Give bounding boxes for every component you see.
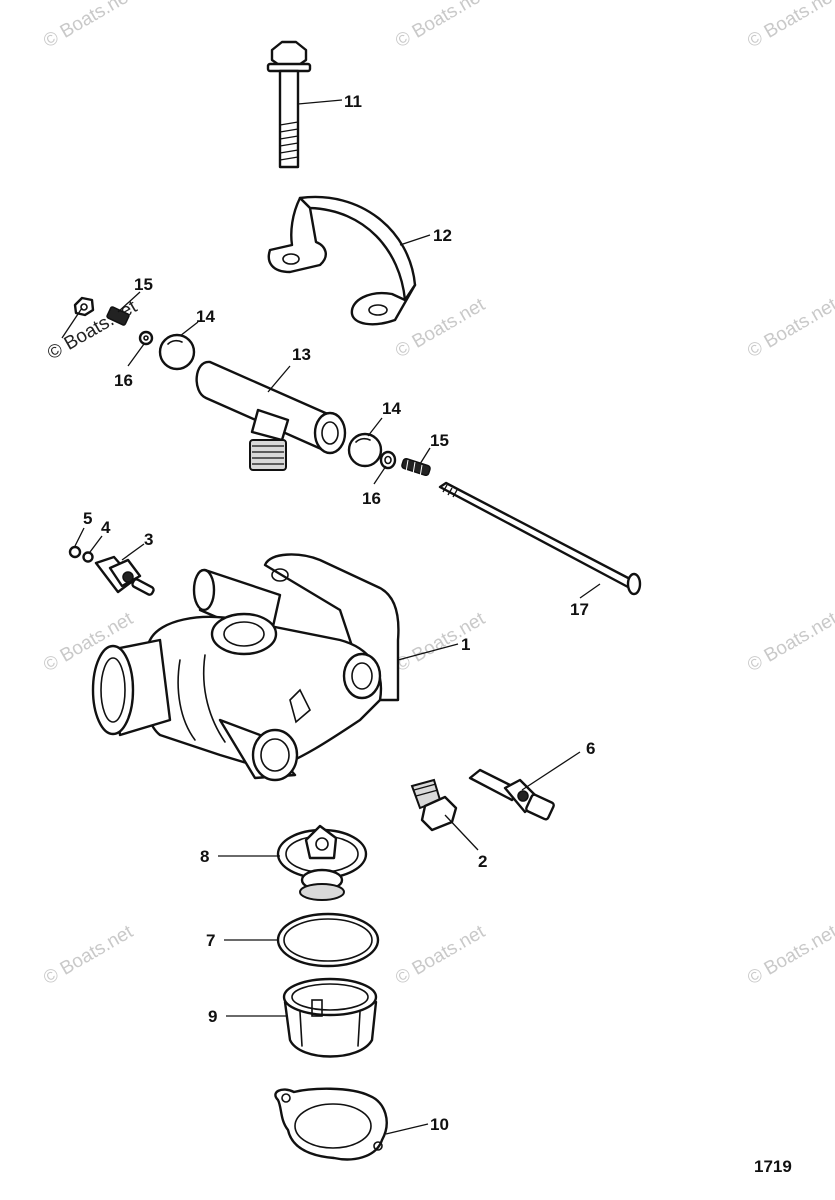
part-15-spring-lower [401, 457, 431, 478]
part-12-clamp [267, 195, 417, 326]
part-17-long-bolt [438, 481, 642, 596]
callout-15: 15 [430, 431, 449, 450]
part-9-sleeve [282, 977, 378, 1058]
part-5-nut [68, 545, 82, 559]
callout-7: 7 [206, 931, 215, 950]
callout-3: 3 [144, 530, 153, 549]
part-11-bolt [266, 40, 312, 169]
watermark-text: © Boats.net [744, 0, 835, 52]
part-10-gasket [274, 1087, 388, 1161]
callout-13: 13 [292, 345, 311, 364]
callout-5: 5 [83, 509, 92, 528]
callout-8: 8 [200, 847, 209, 866]
callout-16: 16 [362, 489, 381, 508]
callout-12: 12 [433, 226, 452, 245]
watermark-layer: © Boats.net © Boats.net © Boats.net © Bo… [40, 0, 835, 989]
part-13-tee-fitting [195, 360, 347, 471]
watermark-text: © Boats.net [392, 294, 489, 362]
part-14-ball-upper [158, 333, 196, 371]
callout-14: 14 [382, 399, 401, 418]
callout-16: 16 [114, 371, 133, 390]
leader-lines [61, 99, 601, 1135]
watermark-text: © Boats.net [744, 921, 835, 989]
part-6-sensor [468, 768, 555, 821]
callout-labels: 11 12 15 16 14 13 14 15 16 5 4 3 17 1 6 … [83, 92, 792, 1176]
callout-9: 9 [208, 1007, 217, 1026]
part-2-drain-plug [410, 778, 458, 832]
figure-number: 1719 [754, 1157, 792, 1176]
part-14-ball-lower [347, 432, 383, 468]
callout-10: 10 [430, 1115, 449, 1134]
part-1-thermostat-housing [91, 553, 400, 782]
watermark-text: © Boats.net [744, 294, 835, 362]
watermark-text: © Boats.net [392, 608, 489, 676]
callout-2: 2 [478, 852, 487, 871]
watermark-text: © Boats.net [392, 921, 489, 989]
part-4-washer [82, 551, 94, 563]
callout-17: 17 [570, 600, 589, 619]
part-7-o-ring [276, 912, 380, 968]
watermark-text: © Boats.net [744, 608, 835, 676]
watermark-text: © Boats.net [392, 0, 489, 52]
callout-15: 15 [134, 275, 153, 294]
watermark-text: © Boats.net [40, 0, 137, 52]
callout-11: 11 [344, 92, 362, 111]
callout-6: 6 [586, 739, 595, 758]
part-8-thermostat [276, 824, 368, 901]
callout-4: 4 [101, 518, 111, 537]
callout-1: 1 [461, 635, 470, 654]
callout-14: 14 [196, 307, 215, 326]
part-3-temperature-sender [94, 555, 155, 596]
watermark-text: © Boats.net [40, 921, 137, 989]
part-16-washer-lower [379, 450, 397, 470]
